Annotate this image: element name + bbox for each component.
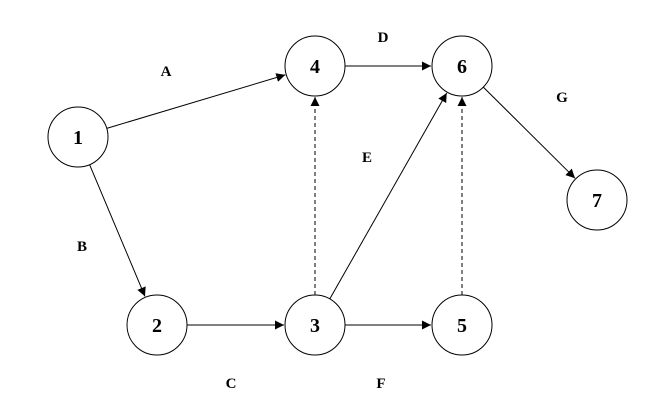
node-4: 4 [284,35,346,97]
edges-layer [89,61,576,330]
edge-label-B: B [77,239,87,255]
node-circle [566,169,628,231]
node-circle [284,35,346,97]
edge-label-F: F [376,376,385,392]
edge-label-D: D [378,30,389,46]
node-circle [431,35,493,97]
node-circle [284,294,346,356]
edge-1-4 [106,73,286,129]
node-6: 6 [431,35,493,97]
node-7: 7 [566,169,628,231]
edge-label-E: E [362,150,372,166]
node-3: 3 [284,294,346,356]
node-1: 1 [47,106,109,168]
node-2: 2 [126,294,188,356]
edge-3-6 [329,92,448,300]
node-circle [47,106,109,168]
edge-label-G: G [556,90,568,106]
node-label: 5 [457,315,467,337]
node-label: 3 [310,315,320,337]
edge-labels-layer: A B C D E F G [77,30,568,392]
node-label: 1 [73,127,83,149]
edge-label-C: C [226,376,237,392]
nodes-layer: 1 2 3 4 5 6 7 [47,35,628,356]
edge-1-2 [89,164,146,297]
edge-6-7 [482,86,576,179]
edge-label-A: A [161,64,172,80]
node-label: 6 [457,56,467,78]
node-label: 7 [592,190,602,212]
node-circle [126,294,188,356]
node-label: 2 [152,315,162,337]
node-circle [431,294,493,356]
node-5: 5 [431,294,493,356]
node-label: 4 [310,56,320,78]
